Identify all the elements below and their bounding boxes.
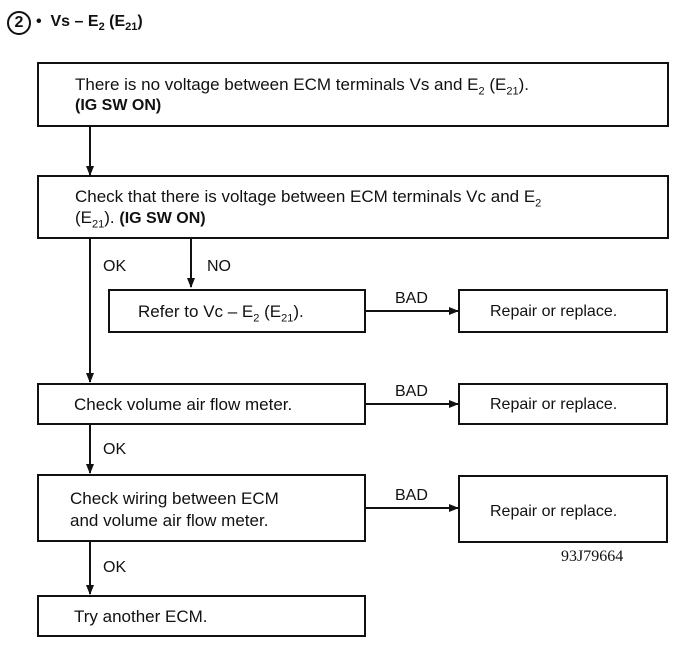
box-repair-3-text: Repair or replace. — [490, 503, 618, 520]
box-check-meter: Check volume air flow meter. — [37, 383, 366, 425]
box-check-wiring-line2: and volume air flow meter. — [70, 511, 269, 530]
box-check-meter-text: Check volume air flow meter. — [74, 395, 293, 414]
header-paren-close: ) — [137, 13, 143, 30]
box-try-ecm-text: Try another ECM. — [74, 607, 208, 626]
box-no-voltage-prefix: There is no voltage between ECM terminal… — [75, 75, 479, 94]
box-no-voltage: There is no voltage between ECM terminal… — [37, 62, 669, 127]
box-check-vc-sub1: 2 — [535, 197, 542, 210]
box-try-ecm: Try another ECM. — [37, 595, 366, 637]
label-no: NO — [207, 258, 231, 275]
label-ok-1: OK — [103, 258, 127, 275]
header-dash: – — [74, 13, 84, 30]
label-bad-1: BAD — [395, 290, 428, 307]
figure-code: 93J79664 — [561, 548, 624, 565]
box-refer-end: ). — [293, 302, 304, 321]
box-repair-2-text: Repair or replace. — [490, 396, 618, 413]
header-title: • Vs – E2 (E21) — [36, 11, 143, 33]
box-no-voltage-end: ). — [518, 75, 529, 94]
box-check-vc-prefix: Check that there is voltage between ECM … — [75, 187, 536, 206]
box-no-voltage-line1: There is no voltage between ECM terminal… — [75, 74, 529, 98]
header-paren-sub: 21 — [125, 21, 138, 34]
box-check-vc-line2-prefix: (E — [75, 208, 92, 227]
box-check-wiring: Check wiring between ECM and volume air … — [37, 474, 366, 542]
header-signal: Vs — [50, 13, 71, 30]
box-no-voltage-mid: (E — [484, 75, 507, 94]
box-refer-prefix: Refer to Vc – E — [138, 302, 254, 321]
box-refer-text: Refer to Vc – E2 (E21). — [138, 301, 304, 325]
header-ground-sub: 2 — [98, 21, 105, 34]
header-ground: E — [87, 13, 99, 30]
box-check-vc-line2: (E21). (IG SW ON) — [75, 207, 206, 230]
box-check-vc: Check that there is voltage between ECM … — [37, 175, 669, 239]
box-repair-2: Repair or replace. — [458, 383, 668, 425]
header-paren-open: (E — [109, 13, 126, 30]
box-refer-sub1: 2 — [253, 312, 260, 325]
box-refer-sub2: 21 — [281, 312, 294, 325]
box-check-vc-sub2: 21 — [92, 218, 105, 231]
box-repair-1: Repair or replace. — [458, 289, 668, 333]
header-bullet: • — [36, 13, 42, 30]
box-check-vc-condition: (IG SW ON) — [119, 210, 206, 227]
step-number-badge: 2 — [7, 11, 31, 35]
box-repair-1-text: Repair or replace. — [490, 303, 618, 320]
label-bad-2: BAD — [395, 383, 428, 400]
box-refer-mid: (E — [259, 302, 282, 321]
box-repair-3: Repair or replace. — [458, 475, 668, 543]
box-no-voltage-sub2: 21 — [506, 85, 519, 98]
box-no-voltage-sub1: 2 — [478, 85, 485, 98]
label-ok-2: OK — [103, 441, 127, 458]
label-bad-3: BAD — [395, 487, 428, 504]
box-refer: Refer to Vc – E2 (E21). — [108, 289, 366, 333]
box-check-vc-line2-end: ). — [104, 208, 115, 227]
label-ok-3: OK — [103, 559, 127, 576]
box-no-voltage-condition: (IG SW ON) — [75, 97, 162, 114]
box-check-vc-line1: Check that there is voltage between ECM … — [75, 186, 542, 210]
box-check-wiring-line1: Check wiring between ECM — [70, 489, 279, 508]
